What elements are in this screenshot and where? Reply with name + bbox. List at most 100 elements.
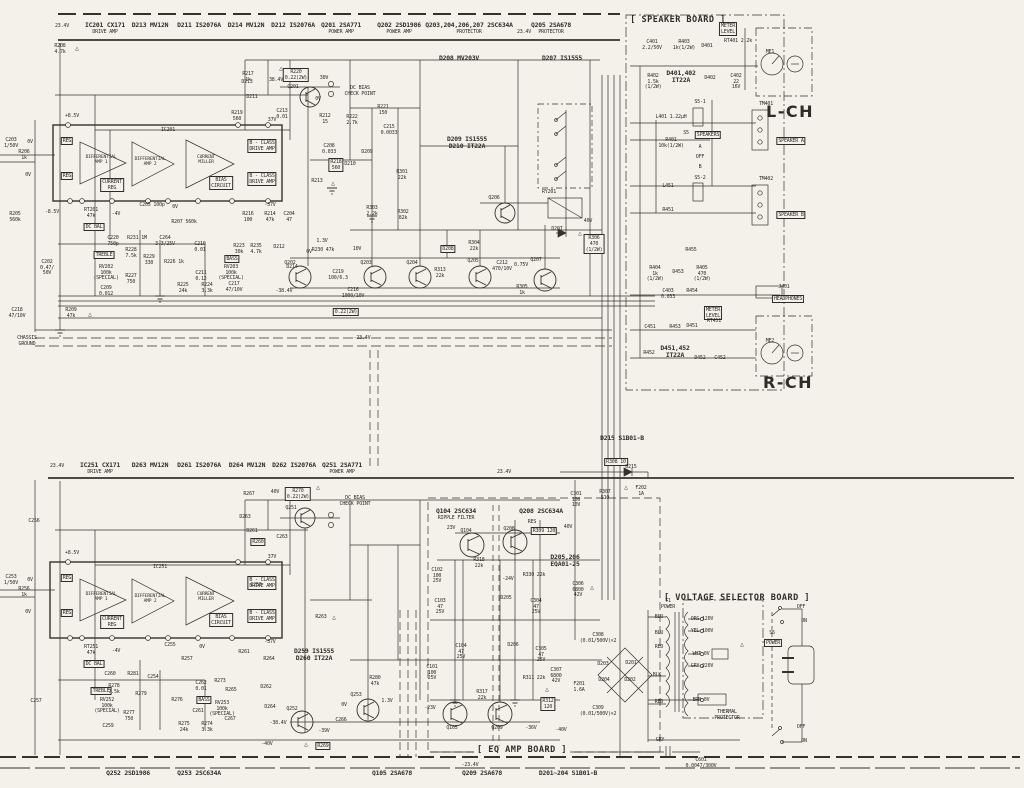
schematic-label: F201 1.6A	[573, 681, 585, 693]
schematic-label: -37V	[264, 639, 276, 645]
schematic-label: R267	[243, 491, 255, 497]
schematic-label: R217 1k	[242, 71, 254, 83]
schematic-label: R213	[311, 178, 323, 184]
schematic-label: C309 (0.01/500V)×2	[579, 705, 617, 717]
schematic-label: R280 47k	[369, 675, 381, 687]
schematic-label: D452	[694, 355, 706, 361]
schematic-label: DC BIAS CHECK POINT	[344, 85, 376, 97]
schematic-label: C306 6800 42V	[572, 581, 584, 599]
schematic-label: CURRENT REG	[100, 615, 124, 629]
schematic-label: C205 100p	[139, 202, 165, 208]
schematic-label: L451	[662, 183, 674, 189]
schematic-label: R230 47k	[311, 247, 335, 253]
schematic-label: 37V	[267, 554, 277, 560]
schematic-label: -23.4V	[461, 762, 479, 768]
schematic-label: F202 1A	[635, 485, 647, 497]
schematic-label: D205,206 EQA01-25	[550, 553, 580, 569]
schematic-label: Q203	[360, 260, 372, 266]
schematic-label: C218 47/10V	[8, 307, 26, 319]
schematic-label: 23.4V	[49, 463, 65, 469]
schematic-label: C259	[102, 723, 114, 729]
schematic-label: C209 0.012	[98, 285, 114, 297]
schematic-label: △	[578, 230, 582, 237]
schematic-label: R404 1k (1/2W)	[646, 265, 664, 283]
schematic-label: D261	[246, 528, 258, 534]
schematic-label: D207 IS1555	[541, 54, 583, 62]
schematic-label: METER LEVEL	[718, 22, 738, 36]
schematic-label: D210	[344, 161, 356, 167]
schematic-label: TM402	[758, 176, 774, 182]
schematic-label: B - CLASS DRIVE AMP	[247, 139, 277, 153]
schematic-label: Q202 2SD1986	[377, 21, 421, 29]
schematic-label: PROTECTOR	[456, 29, 482, 35]
schematic-label: BLU	[654, 630, 664, 636]
schematic-label: C402 22 16V	[730, 73, 742, 91]
schematic-label: D208	[440, 245, 456, 253]
schematic-label: D201~204 S1B01-B	[538, 769, 598, 777]
schematic-label: TREBLE	[93, 251, 115, 259]
schematic-label: R228 7.5k	[125, 247, 137, 259]
schematic-label: C203 1/50V	[3, 137, 19, 149]
schematic-label: BLK	[652, 672, 662, 678]
schematic-label: R303 2.2k	[366, 205, 378, 217]
schematic-label: -40V	[261, 741, 273, 747]
schematic-label: -38.4V	[269, 720, 287, 726]
schematic-label: -23V	[424, 705, 436, 711]
schematic-label: RT401 2.2k	[723, 38, 753, 44]
schematic-label: D214 MV12N	[227, 21, 265, 29]
schematic-label: △	[279, 65, 283, 72]
schematic-label: B - CLASS DRIVE AMP	[247, 172, 277, 186]
schematic-label: IC251 CX171	[79, 461, 121, 469]
schematic-label: D209	[361, 149, 373, 155]
schematic-label: Q251	[285, 505, 297, 511]
schematic-label: R273	[214, 678, 226, 684]
schematic-label: REG	[60, 172, 74, 180]
schematic-label: CURRENT MILLER	[197, 155, 215, 165]
schematic-label: C255	[164, 642, 176, 648]
schematic-label: A	[698, 144, 702, 150]
schematic-label: 23V	[446, 525, 456, 531]
schematic-label: 23.4V	[54, 23, 70, 29]
schematic-label: DIFFERENTIAL AMP 2	[134, 157, 166, 167]
schematic-label: REG	[60, 137, 74, 145]
schematic-label: C215 0.0033	[380, 124, 398, 136]
schematic-label: D215	[625, 464, 637, 470]
schematic-label: R207 560k	[171, 219, 197, 225]
schematic-label: -24V	[502, 576, 514, 582]
schematic-label: 1.3V	[381, 698, 393, 704]
schematic-label: R260	[250, 538, 266, 546]
schematic-label: C403 0.033	[660, 288, 676, 300]
schematic-label: C264 3.3/25V	[155, 235, 175, 247]
schematic-label: C258	[250, 582, 262, 588]
schematic-label: 0V	[27, 139, 33, 145]
schematic-label: △	[75, 45, 79, 52]
schematic-label: TM401	[758, 101, 774, 107]
schematic-label: D262 IS2076A	[272, 461, 316, 469]
schematic-label: C260	[104, 671, 116, 677]
schematic-label: BLU	[654, 614, 664, 620]
schematic-label: RES	[527, 519, 537, 525]
schematic-label: R453	[669, 324, 681, 330]
schematic-label: C256	[28, 518, 40, 524]
schematic-label: R235 4.7k	[250, 243, 262, 255]
schematic-label: B - CLASS DRIVE AMP	[247, 609, 277, 623]
schematic-label: R218 560	[328, 158, 344, 172]
schematic-label: C202 0.47/ 50V	[39, 259, 55, 277]
schematic-label: THERMAL PROTECTOR	[714, 709, 740, 721]
schematic-label: RV253 100k (SPECIAL)	[209, 700, 235, 718]
schematic-label: △	[740, 641, 744, 648]
schematic-label: CURRENT MILLER	[197, 592, 215, 602]
schematic-label: C305 47 25V	[535, 646, 547, 664]
schematic-label: R208 4.7k	[54, 43, 66, 55]
schematic-label: R275 24k	[178, 721, 190, 733]
schematic-label: D211	[246, 94, 258, 100]
schematic-label: R229 330	[143, 254, 155, 266]
schematic-label: C262 0.01	[195, 680, 207, 692]
schematic-label: C211 0.12	[195, 270, 207, 282]
voltage-selector-board-title: [ VOLTAGE SELECTOR BOARD ]	[663, 593, 811, 603]
schematic-label: Q251 2SA771	[321, 461, 363, 469]
schematic-label: C102 100 25V	[431, 567, 443, 585]
schematic-label: R454	[686, 288, 698, 294]
schematic-label: C304 47 25V	[530, 598, 542, 616]
